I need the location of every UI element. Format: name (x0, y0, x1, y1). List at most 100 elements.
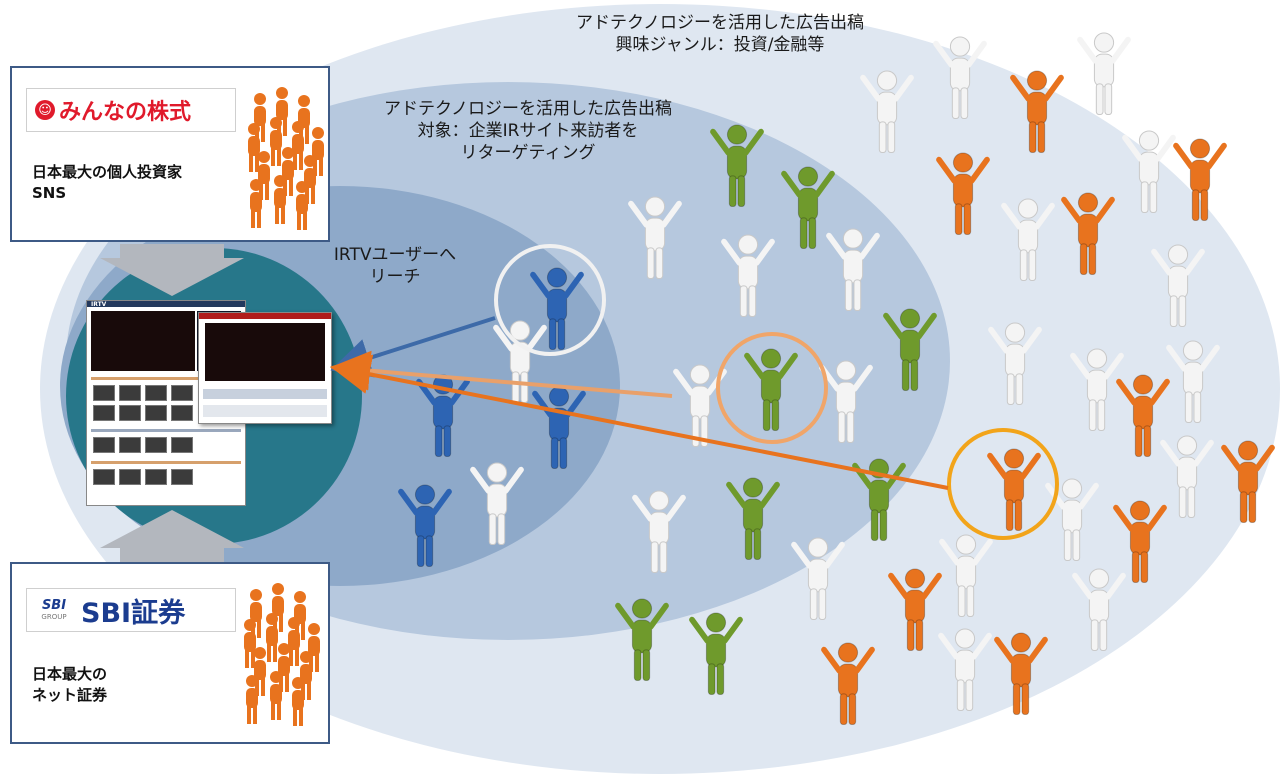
middle-audience-label: アドテクノロジーを活用した広告出稿 対象：企業IRサイト来訪者を リターゲティン… (318, 98, 738, 164)
irtv-section-strip (91, 377, 241, 380)
person-figure-icon (493, 320, 547, 404)
inner-audience-label: IRTVユーザーへ リーチ (300, 244, 490, 288)
minkabu-logo: ☺ みんなの株式 (26, 88, 236, 132)
reach-arrow-icon (330, 316, 496, 378)
person-figure-icon (292, 677, 304, 726)
person-figure-icon (292, 121, 304, 170)
irtv-thumbnail (145, 405, 167, 421)
person-figure-icon (933, 36, 987, 120)
person-figure-icon (248, 123, 260, 172)
person-figure-icon (1166, 340, 1220, 424)
irtv-thumbnail (119, 405, 141, 421)
person-figure-icon (312, 127, 324, 176)
inner-audience-line2: リーチ (369, 267, 421, 287)
person-figure-icon (254, 647, 266, 696)
person-figure-icon (939, 534, 993, 618)
crowd-icon (244, 583, 320, 726)
minkabu-description: 日本最大の個人投資家 SNS (32, 162, 182, 204)
ad-arrow-icon (330, 354, 949, 490)
person-figure-icon (1173, 138, 1227, 222)
person-figure-icon (938, 628, 992, 712)
sbi-partner-box: SBI GROUP SBI証券 日本最大の ネット証券 (10, 562, 330, 744)
person-figure-icon (615, 598, 669, 682)
person-figure-icon (1001, 198, 1055, 282)
sbi-logo: SBI GROUP SBI証券 (26, 588, 236, 632)
irtv-thumbnail (171, 405, 193, 421)
minkabu-partner-box: ☺ みんなの株式 日本最大の個人投資家 SNS (10, 66, 330, 242)
person-figure-icon (398, 484, 452, 568)
person-figure-icon (860, 70, 914, 154)
person-figure-icon (632, 490, 686, 574)
highlight-ring-orange (947, 428, 1059, 540)
person-figure-icon (282, 147, 294, 196)
irtv-logo: IRTV (91, 301, 107, 308)
minkabu-desc-line1: 日本最大の個人投資家 (32, 163, 183, 181)
irtv-thumbnail (119, 469, 141, 485)
irtv-thumbnail (93, 405, 115, 421)
person-figure-icon (1061, 192, 1115, 276)
irtv-thumbnail (145, 469, 167, 485)
outer-audience-line2: 興味ジャンル：投資/金融等 (615, 35, 825, 55)
person-figure-icon (1122, 130, 1176, 214)
person-figure-icon (1010, 70, 1064, 154)
irtv-thumbnail (119, 385, 141, 401)
person-figure-icon (288, 617, 300, 666)
irtv-thumbnail (145, 385, 167, 401)
person-figure-icon (781, 166, 835, 250)
person-figure-icon (308, 623, 320, 672)
middle-audience-line3: リターゲティング (460, 143, 596, 163)
person-figure-icon (274, 175, 286, 224)
person-figure-icon (1113, 500, 1167, 584)
person-figure-icon (883, 308, 937, 392)
middle-audience-line1: アドテクノロジーを活用した広告出稿 (384, 99, 672, 119)
person-figure-icon (1116, 374, 1170, 458)
person-figure-icon (470, 462, 524, 546)
person-figure-icon (532, 386, 586, 470)
minkabu-logo-text: みんなの株式 (59, 100, 192, 125)
sbi-desc-line2: ネット証券 (32, 686, 108, 704)
person-figure-icon (250, 179, 262, 228)
smiley-icon: ☺ (35, 100, 55, 120)
person-figure-icon (689, 612, 743, 696)
person-figure-icon (1070, 348, 1124, 432)
irtv-video-footer (203, 405, 327, 417)
highlight-ring-white (494, 244, 606, 356)
person-figure-icon (300, 651, 312, 700)
person-figure-icon (296, 181, 308, 230)
outer-audience-label: アドテクノロジーを活用した広告出稿 興味ジャンル：投資/金融等 (510, 12, 930, 56)
irtv-thumbnail (93, 469, 115, 485)
outer-audience-line1: アドテクノロジーを活用した広告出稿 (576, 13, 864, 33)
retarget-arrow-icon (330, 350, 673, 398)
person-figure-icon (1045, 478, 1099, 562)
person-figure-icon (304, 155, 316, 204)
person-figure-icon (1160, 435, 1214, 519)
person-figure-icon (628, 196, 682, 280)
irtv-thumbnail (145, 437, 167, 453)
sbi-group-mark: SBI GROUP (35, 595, 73, 625)
person-figure-icon (821, 642, 875, 726)
irtv-thumbnail (119, 437, 141, 453)
inner-audience-line1: IRTVユーザーへ (333, 245, 457, 265)
sbi-mark-text: SBI (41, 598, 67, 613)
crowd-icon (248, 87, 324, 230)
irtv-hero-video (91, 311, 195, 371)
person-figure-icon (1077, 32, 1131, 116)
sbi-description: 日本最大の ネット証券 (32, 664, 107, 706)
person-figure-icon (744, 348, 798, 432)
up-arrow-icon (100, 510, 244, 562)
irtv-section-strip (91, 429, 241, 432)
person-figure-icon (888, 568, 942, 652)
sbi-mark-subtext: GROUP (41, 613, 67, 621)
irtv-section-strip (91, 461, 241, 464)
down-arrow-icon (100, 244, 244, 296)
person-figure-icon (936, 152, 990, 236)
person-figure-icon (1151, 244, 1205, 328)
person-figure-icon (1072, 568, 1126, 652)
irtv-video-player (205, 323, 325, 381)
person-figure-icon (726, 477, 780, 561)
irtv-video-header-bar (199, 313, 331, 319)
person-figure-icon (246, 675, 258, 724)
middle-audience-line2: 対象：企業IRサイト来訪者を (417, 121, 639, 141)
